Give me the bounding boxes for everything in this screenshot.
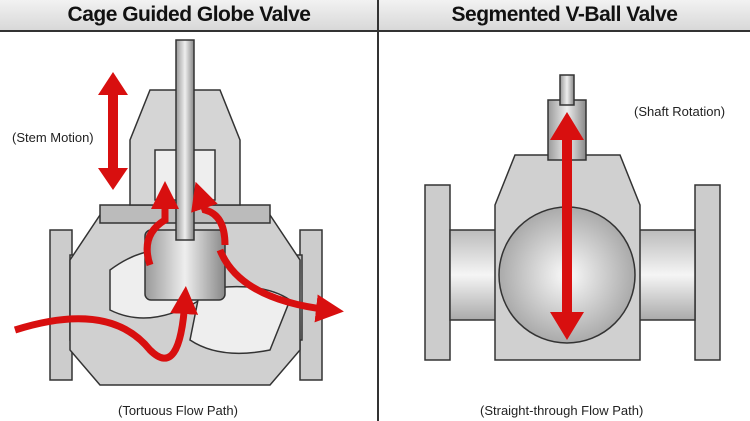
shaft-arrow: [550, 112, 584, 340]
straight-flow-label: (Straight-through Flow Path): [480, 403, 644, 418]
shaft-rotation-label: (Shaft Rotation): [634, 104, 726, 119]
left-title: Cage Guided Globe Valve: [0, 0, 378, 32]
right-title: Segmented V-Ball Valve: [379, 0, 750, 32]
stem-motion-label: (Stem Motion): [12, 130, 94, 145]
tortuous-flow-label: (Tortuous Flow Path): [118, 403, 238, 418]
flow-arrows-left: [13, 181, 344, 362]
globe-valve: [49, 39, 323, 386]
panel-divider: [377, 0, 379, 421]
stem-motion-arrow: [98, 72, 128, 190]
